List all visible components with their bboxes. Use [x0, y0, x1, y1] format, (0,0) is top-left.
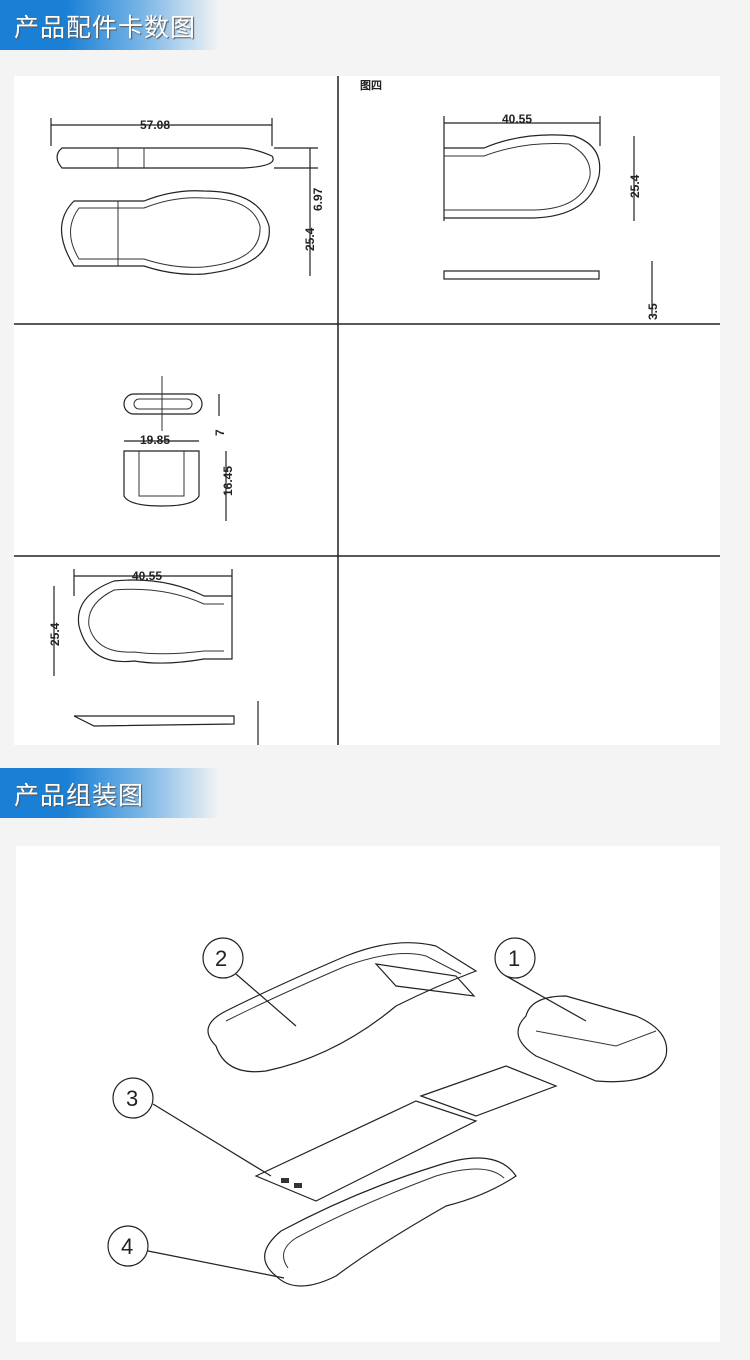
dim-label: 25.4: [303, 227, 317, 251]
dimension-drawing-panel: 57.08 6.97 25.4 图四 40.55 25.4 3.5 7 19.8…: [14, 76, 720, 745]
dim-label: 16.45: [221, 466, 235, 496]
dim-label: 57.08: [140, 118, 170, 132]
assembly-drawing: 2 1 3 4: [107, 937, 668, 1287]
dim-label: 40.55: [132, 569, 162, 583]
callout-1: 1: [508, 946, 520, 971]
part-1-cap: [517, 995, 668, 1083]
callouts: 2 1 3 4: [107, 937, 587, 1279]
bottom-view-drawing: [53, 569, 259, 745]
end-view-drawing: [123, 376, 227, 521]
part-4-bottom-shell: [264, 1157, 517, 1287]
view-label: 图四: [360, 79, 382, 92]
assembly-drawing-panel: 2 1 3 4: [16, 846, 720, 1342]
part-2-top-shell: [207, 942, 478, 1073]
callout-3: 3: [126, 1086, 138, 1111]
dim-label: 7: [213, 429, 227, 436]
section-title: 产品组装图: [14, 781, 145, 810]
top-view-drawing: [443, 116, 653, 316]
dimension-drawing: 57.08 6.97 25.4 图四 40.55 25.4 3.5 7 19.8…: [14, 76, 720, 745]
part-3-pcb: [254, 1065, 558, 1202]
dim-label: 40.55: [502, 112, 532, 126]
callout-4: 4: [121, 1234, 133, 1259]
dim-label: 25.4: [48, 622, 62, 646]
side-view-drawing: [50, 118, 318, 276]
dim-label: 3.5: [646, 303, 660, 320]
dim-label: 6.97: [311, 187, 325, 211]
callout-2: 2: [215, 946, 227, 971]
dim-label: 19.85: [140, 433, 170, 447]
section-header-parts: 产品配件卡数图: [0, 0, 220, 50]
dim-label: 25.4: [628, 174, 642, 198]
section-title: 产品配件卡数图: [14, 13, 197, 42]
section-header-assembly: 产品组装图: [0, 768, 220, 818]
